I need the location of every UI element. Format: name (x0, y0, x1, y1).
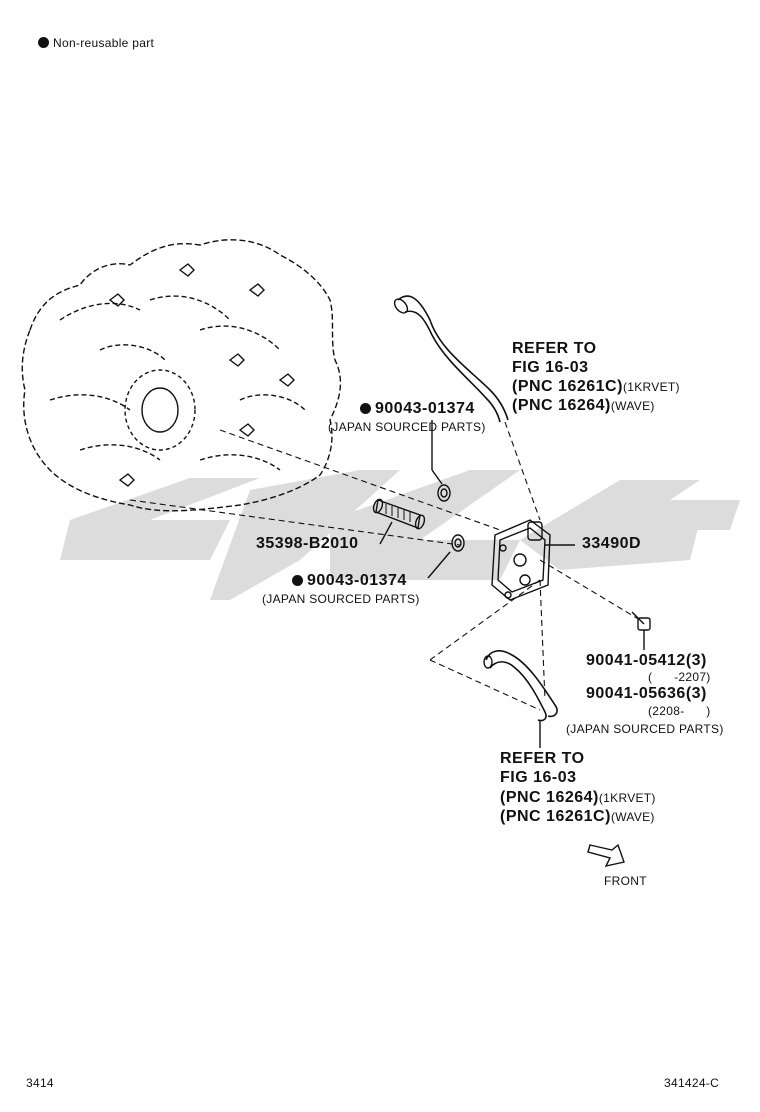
part-label-gasket-upper[interactable]: 90043-01374 (360, 400, 475, 418)
oil-pipe (372, 498, 426, 530)
part-range-bolt-b: (2208- ) (648, 704, 711, 718)
refer-lower-line3: (PNC 16264)(1KRVET) (500, 789, 656, 806)
refer-upper-line4: (PNC 16264)(WAVE) (512, 397, 655, 414)
part-label-bolt-a[interactable]: 90041-05412(3) (586, 652, 707, 669)
part-label-pipe[interactable]: 35398-B2010 (256, 535, 359, 552)
refer-lower-line1: REFER TO (500, 750, 585, 767)
non-reusable-dot-icon (38, 37, 49, 48)
lower-hose (485, 650, 558, 718)
legend: Non-reusable part (38, 36, 154, 50)
legend-text: Non-reusable part (53, 36, 155, 50)
part-label-gasket-lower[interactable]: 90043-01374 (292, 572, 407, 590)
non-reusable-dot-icon (292, 575, 303, 586)
lower-gasket (451, 534, 465, 552)
transmission-housing (21, 239, 342, 512)
refer-lower-line4: (PNC 16261C)(WAVE) (500, 808, 655, 825)
part-label-cooler[interactable]: 33490D (582, 535, 642, 552)
upper-hose (397, 295, 509, 421)
part-label-bolt-b[interactable]: 90041-05636(3) (586, 685, 707, 702)
refer-lower-line2[interactable]: FIG 16-03 (500, 769, 577, 786)
part-note-bolt-b: (JAPAN SOURCED PARTS) (566, 722, 724, 736)
oil-cooler (491, 519, 551, 601)
bolt (631, 611, 651, 631)
part-note-gasket-lower: (JAPAN SOURCED PARTS) (262, 592, 420, 606)
refer-upper-line2[interactable]: FIG 16-03 (512, 359, 589, 376)
non-reusable-dot-icon (360, 403, 371, 414)
part-range-bolt-a: ( -2207) (648, 670, 711, 684)
part-note-gasket-upper: (JAPAN SOURCED PARTS) (328, 420, 486, 434)
front-arrow-icon (587, 843, 625, 868)
refer-upper-line3: (PNC 16261C)(1KRVET) (512, 378, 680, 395)
refer-upper-line1: REFER TO (512, 340, 597, 357)
footer-right-code: 341424-C (664, 1076, 720, 1090)
front-label: FRONT (604, 874, 647, 888)
upper-gasket (437, 484, 451, 502)
footer-left-code: 3414 (26, 1076, 54, 1090)
